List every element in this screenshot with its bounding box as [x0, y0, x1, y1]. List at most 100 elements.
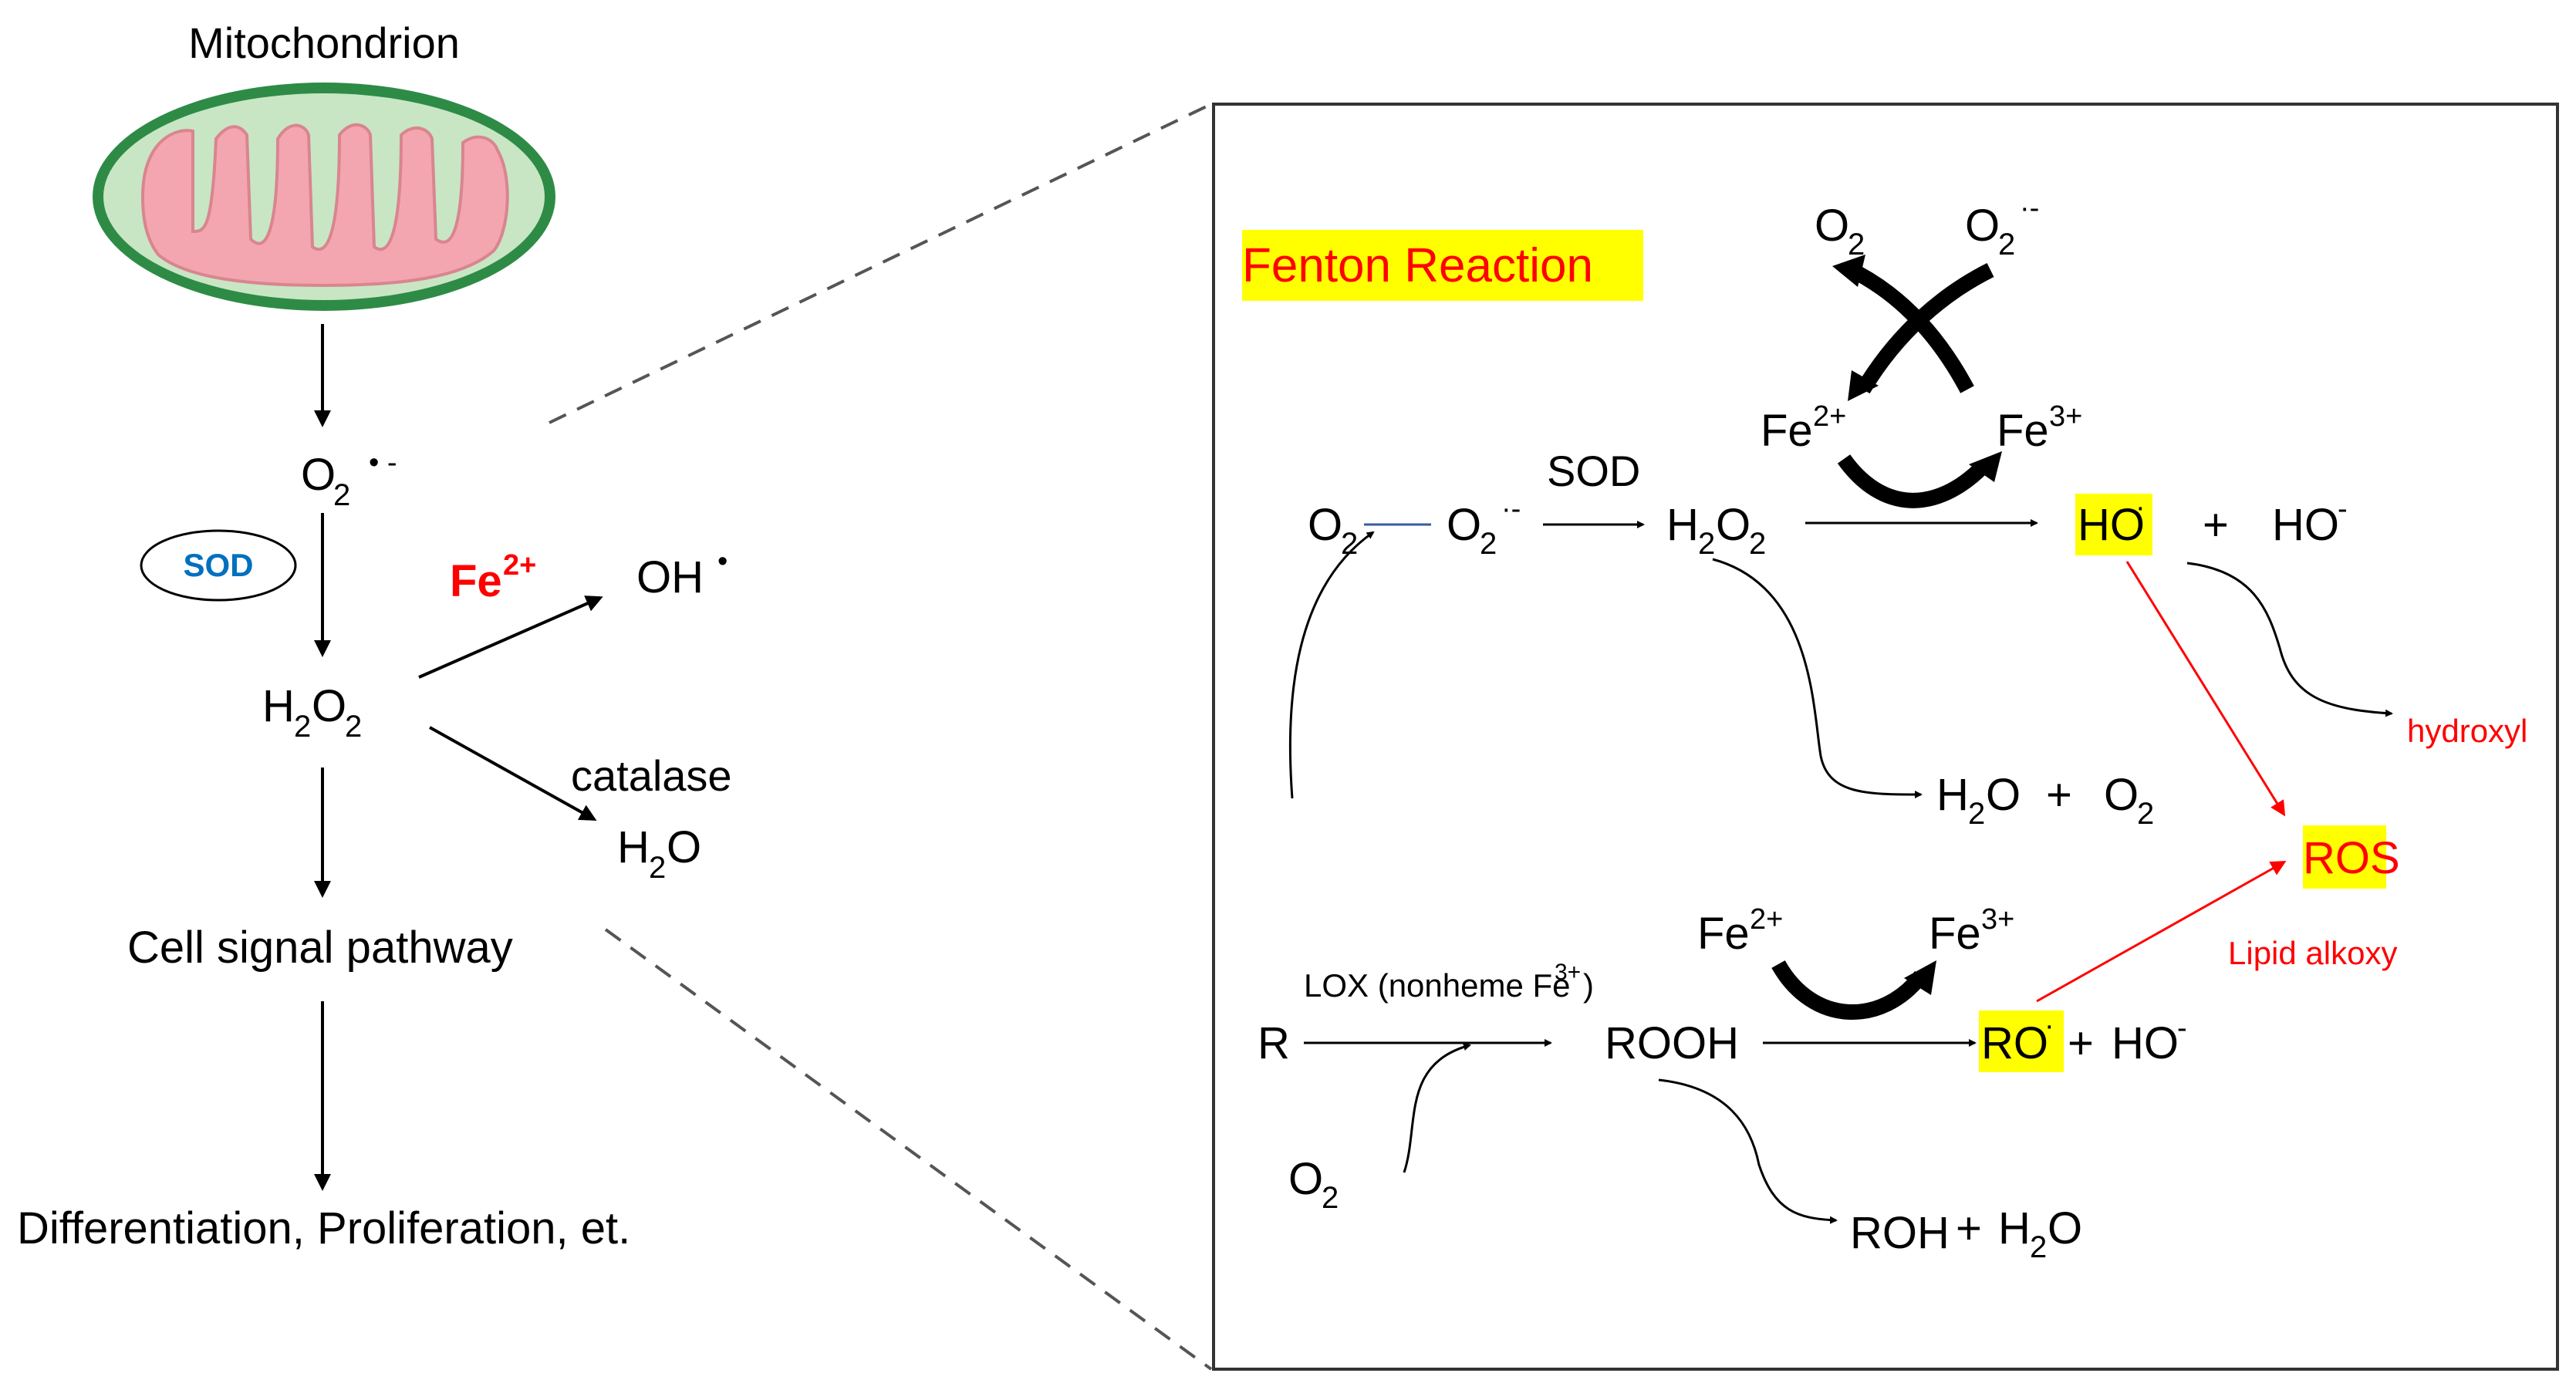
- ho-anion-2: HO -: [2112, 1012, 2187, 1068]
- svg-text:2: 2: [1749, 527, 1766, 561]
- water-o: O: [667, 822, 701, 872]
- svg-text:2: 2: [1480, 527, 1497, 561]
- superoxide-sup: • -: [369, 447, 397, 479]
- superoxide-o: O: [301, 450, 336, 500]
- lipid-alkoxy-label: Lipid alkoxy: [2228, 935, 2397, 971]
- water-oxygen-products: H 2 O + O 2: [1936, 770, 2154, 831]
- ho-radical: HO ·: [2078, 491, 2146, 550]
- superoxide-left: O 2 • -: [301, 447, 397, 512]
- ho-anion: HO -: [2272, 493, 2348, 550]
- svg-text:2: 2: [1322, 1181, 1339, 1215]
- arrow-to-hydroxyl: [2186, 562, 2393, 717]
- svg-text:Fe: Fe: [1697, 909, 1750, 959]
- row1-h2o2: H 2 O 2: [1666, 500, 1766, 561]
- svg-text:·-: ·-: [1501, 493, 1521, 525]
- lower-fe2: Fe 2+: [1697, 903, 1783, 959]
- svg-text:2: 2: [1698, 527, 1715, 561]
- title-highlight: [1242, 230, 1643, 301]
- svg-text:O: O: [1965, 201, 2000, 251]
- superoxide-sub: 2: [333, 478, 350, 512]
- plus-sign: +: [2203, 500, 2229, 550]
- row1-superoxide: O 2 ·-: [1447, 493, 1521, 561]
- svg-text:O: O: [1815, 201, 1849, 251]
- svg-text:2: 2: [1998, 228, 2015, 261]
- svg-text:2: 2: [1848, 228, 1865, 261]
- svg-text:O: O: [2104, 770, 2139, 820]
- svg-text:3+: 3+: [1555, 960, 1581, 985]
- svg-text:-: -: [2177, 1012, 2187, 1044]
- cycle-fe2: Fe 2+: [1761, 400, 1846, 456]
- fenton-title: Fenton Reaction: [1242, 239, 1593, 292]
- svg-text:2: 2: [2137, 797, 2154, 831]
- svg-text:+: +: [1956, 1203, 1982, 1253]
- rooh-label: ROOH: [1605, 1018, 1739, 1068]
- svg-text:RO: RO: [1981, 1018, 2048, 1068]
- svg-text:3+: 3+: [2049, 400, 2082, 433]
- svg-text:LOX (nonheme Fe: LOX (nonheme Fe: [1304, 967, 1571, 1004]
- svg-text:): ): [1583, 967, 1594, 1004]
- fenton-panel: [1212, 103, 2559, 1371]
- svg-text:·: ·: [2044, 1010, 2054, 1042]
- svg-text:·-: ·-: [2020, 192, 2039, 224]
- oh-radical: OH: [636, 552, 704, 602]
- svg-text:Fe: Fe: [1929, 909, 1981, 959]
- zoom-line-top: [549, 103, 1212, 424]
- svg-text:O: O: [1716, 500, 1751, 550]
- lower-o2: O 2: [1288, 1154, 1339, 1215]
- ro-radical: RO ·: [1981, 1010, 2054, 1068]
- svg-text:H: H: [1666, 500, 1699, 550]
- svg-text:HO: HO: [2112, 1018, 2179, 1068]
- arrow-recycle-curve: [1288, 531, 1375, 799]
- svg-text:Fe: Fe: [1761, 406, 1813, 456]
- cycle-fe3: Fe 3+: [1997, 400, 2082, 456]
- hydroxyl-label: hydroxyl: [2407, 713, 2527, 749]
- mitochondrion-label: Mitochondrion: [188, 19, 460, 67]
- arrow-h2o2-to-oh: [418, 595, 603, 679]
- h2o2-sub1: 2: [294, 710, 311, 744]
- water-h: H: [617, 822, 650, 872]
- ro-radical-highlight: [1979, 1010, 2064, 1072]
- cell-signal-label: Cell signal pathway: [127, 923, 513, 973]
- svg-text:2: 2: [2030, 1230, 2047, 1264]
- h2o2-sub2: 2: [345, 710, 362, 744]
- water-sub: 2: [649, 851, 666, 885]
- svg-text:O: O: [2048, 1203, 2082, 1253]
- svg-text:O: O: [1288, 1154, 1323, 1204]
- zoom-line-bottom: [604, 928, 1213, 1371]
- catalase-label: catalase: [571, 751, 732, 800]
- fe-red-sup: 2+: [503, 549, 536, 582]
- cycle-superoxide: O 2 ·-: [1965, 192, 2039, 261]
- svg-text:O: O: [1986, 770, 2021, 820]
- differentiation-label: Differentiation, Proliferation, et.: [17, 1203, 630, 1253]
- redox-cycle-arrows: [1832, 255, 2002, 508]
- svg-text:·: ·: [2135, 491, 2146, 524]
- arrow-o2-to-lox: [1403, 1043, 1471, 1173]
- svg-text:HO: HO: [2078, 500, 2145, 550]
- svg-text:3+: 3+: [1981, 903, 2014, 936]
- oh-dot: •: [717, 545, 728, 578]
- row1-o2: O 2: [1308, 500, 1358, 561]
- h2o2-left: H 2 O 2: [262, 681, 362, 744]
- fe2-left: Fe 2+: [450, 549, 536, 606]
- ros-highlight: [2303, 825, 2386, 889]
- svg-text:2+: 2+: [1750, 903, 1783, 936]
- svg-text:ROH: ROH: [1850, 1208, 1950, 1258]
- svg-text:-: -: [2338, 493, 2348, 525]
- svg-text:2: 2: [1968, 797, 1985, 831]
- arrow-h2o2-decomposition: [1712, 558, 1923, 798]
- sod-label: SOD: [183, 547, 253, 583]
- lower-fe3: Fe 3+: [1929, 903, 2014, 959]
- arrow-rooh-to-roh: [1658, 1078, 1838, 1224]
- h2o2-h: H: [262, 681, 295, 731]
- cycle-o2: O 2: [1815, 201, 1865, 261]
- red-arrow-ro-to-ros: [2036, 861, 2287, 1003]
- svg-text:O: O: [1447, 500, 1481, 550]
- svg-text:2+: 2+: [1813, 400, 1846, 433]
- sod-enzyme-ellipse: [140, 529, 297, 602]
- svg-text:O: O: [1308, 500, 1342, 550]
- svg-text:+: +: [2046, 770, 2072, 820]
- ros-label: ROS: [2303, 833, 2400, 883]
- h2o2-o: O: [312, 681, 346, 731]
